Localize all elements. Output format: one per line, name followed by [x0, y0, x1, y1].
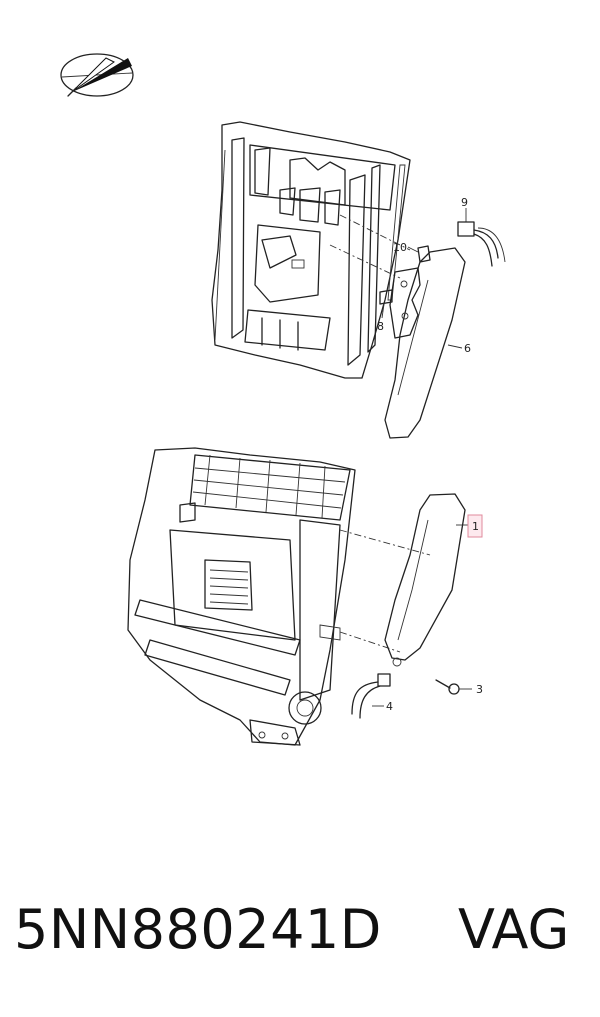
part-3-bolt: [435, 679, 472, 695]
part-1-side-airbag: [384, 493, 483, 667]
upper-backrest-frame: [211, 121, 411, 379]
callout-9: 9: [461, 196, 468, 209]
part-9-connector: [457, 208, 506, 267]
part-6-side-trim: [384, 247, 466, 439]
callout-4: 4: [386, 700, 393, 713]
callout-1: 1: [472, 520, 479, 533]
lower-seat-frame: [127, 447, 431, 746]
callout-3: 3: [476, 683, 483, 696]
orientation-compass-icon: [60, 53, 134, 97]
callout-10: 10: [393, 241, 407, 254]
part-number: 5NN880241D: [14, 898, 382, 961]
brand-label: VAG: [458, 898, 570, 961]
callout-6: 6: [464, 342, 471, 355]
exploded-parts-diagram: 1 3 4 6 8 9 10: [60, 53, 506, 746]
part-4-harness: [351, 673, 391, 719]
part-10-clip: [407, 245, 431, 263]
part-8-screw: [379, 289, 393, 319]
callout-8: 8: [377, 320, 384, 333]
